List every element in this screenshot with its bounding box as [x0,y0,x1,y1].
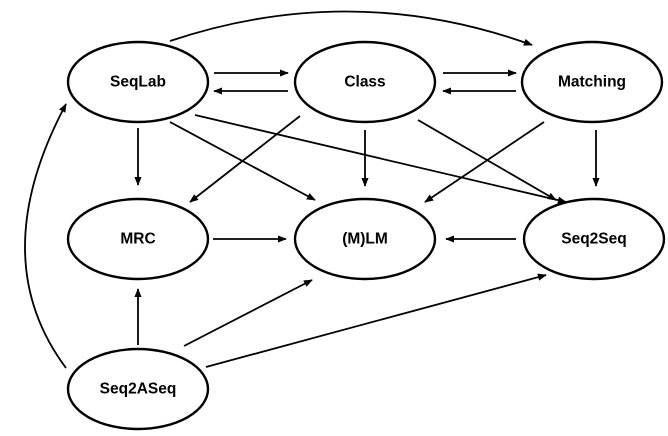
node-label: Seq2ASeq [100,381,177,398]
edge-matching-to-mlm [424,121,545,203]
node-label: (M)LM [342,231,388,248]
edge-class-to-mrc [189,115,301,203]
edges [24,10,600,369]
node-mlm: (M)LM [293,197,437,281]
node-label: Matching [558,74,626,91]
node-seqlab: SeqLab [66,40,210,124]
node-label: SeqLab [110,74,166,91]
node-matching: Matching [520,40,664,124]
node-label: Seq2Seq [561,231,626,248]
edge-seqlab-to-matching [169,10,533,46]
node-label: MRC [120,231,155,248]
edge-seq2aseq-to-seqlab [24,103,67,369]
node-class: Class [293,40,437,124]
edge-seqlab-to-seq2seq [194,114,567,204]
nodes: SeqLab Class Matching MRC (M)LM Seq2Seq … [66,40,666,431]
node-seq2aseq: Seq2ASeq [66,347,210,431]
node-mrc: MRC [66,197,210,281]
edge-seq2aseq-to-seq2seq [205,273,547,368]
edge-seq2aseq-to-mlm [183,279,313,347]
node-seq2seq: Seq2Seq [522,197,666,281]
node-label: Class [344,74,385,91]
